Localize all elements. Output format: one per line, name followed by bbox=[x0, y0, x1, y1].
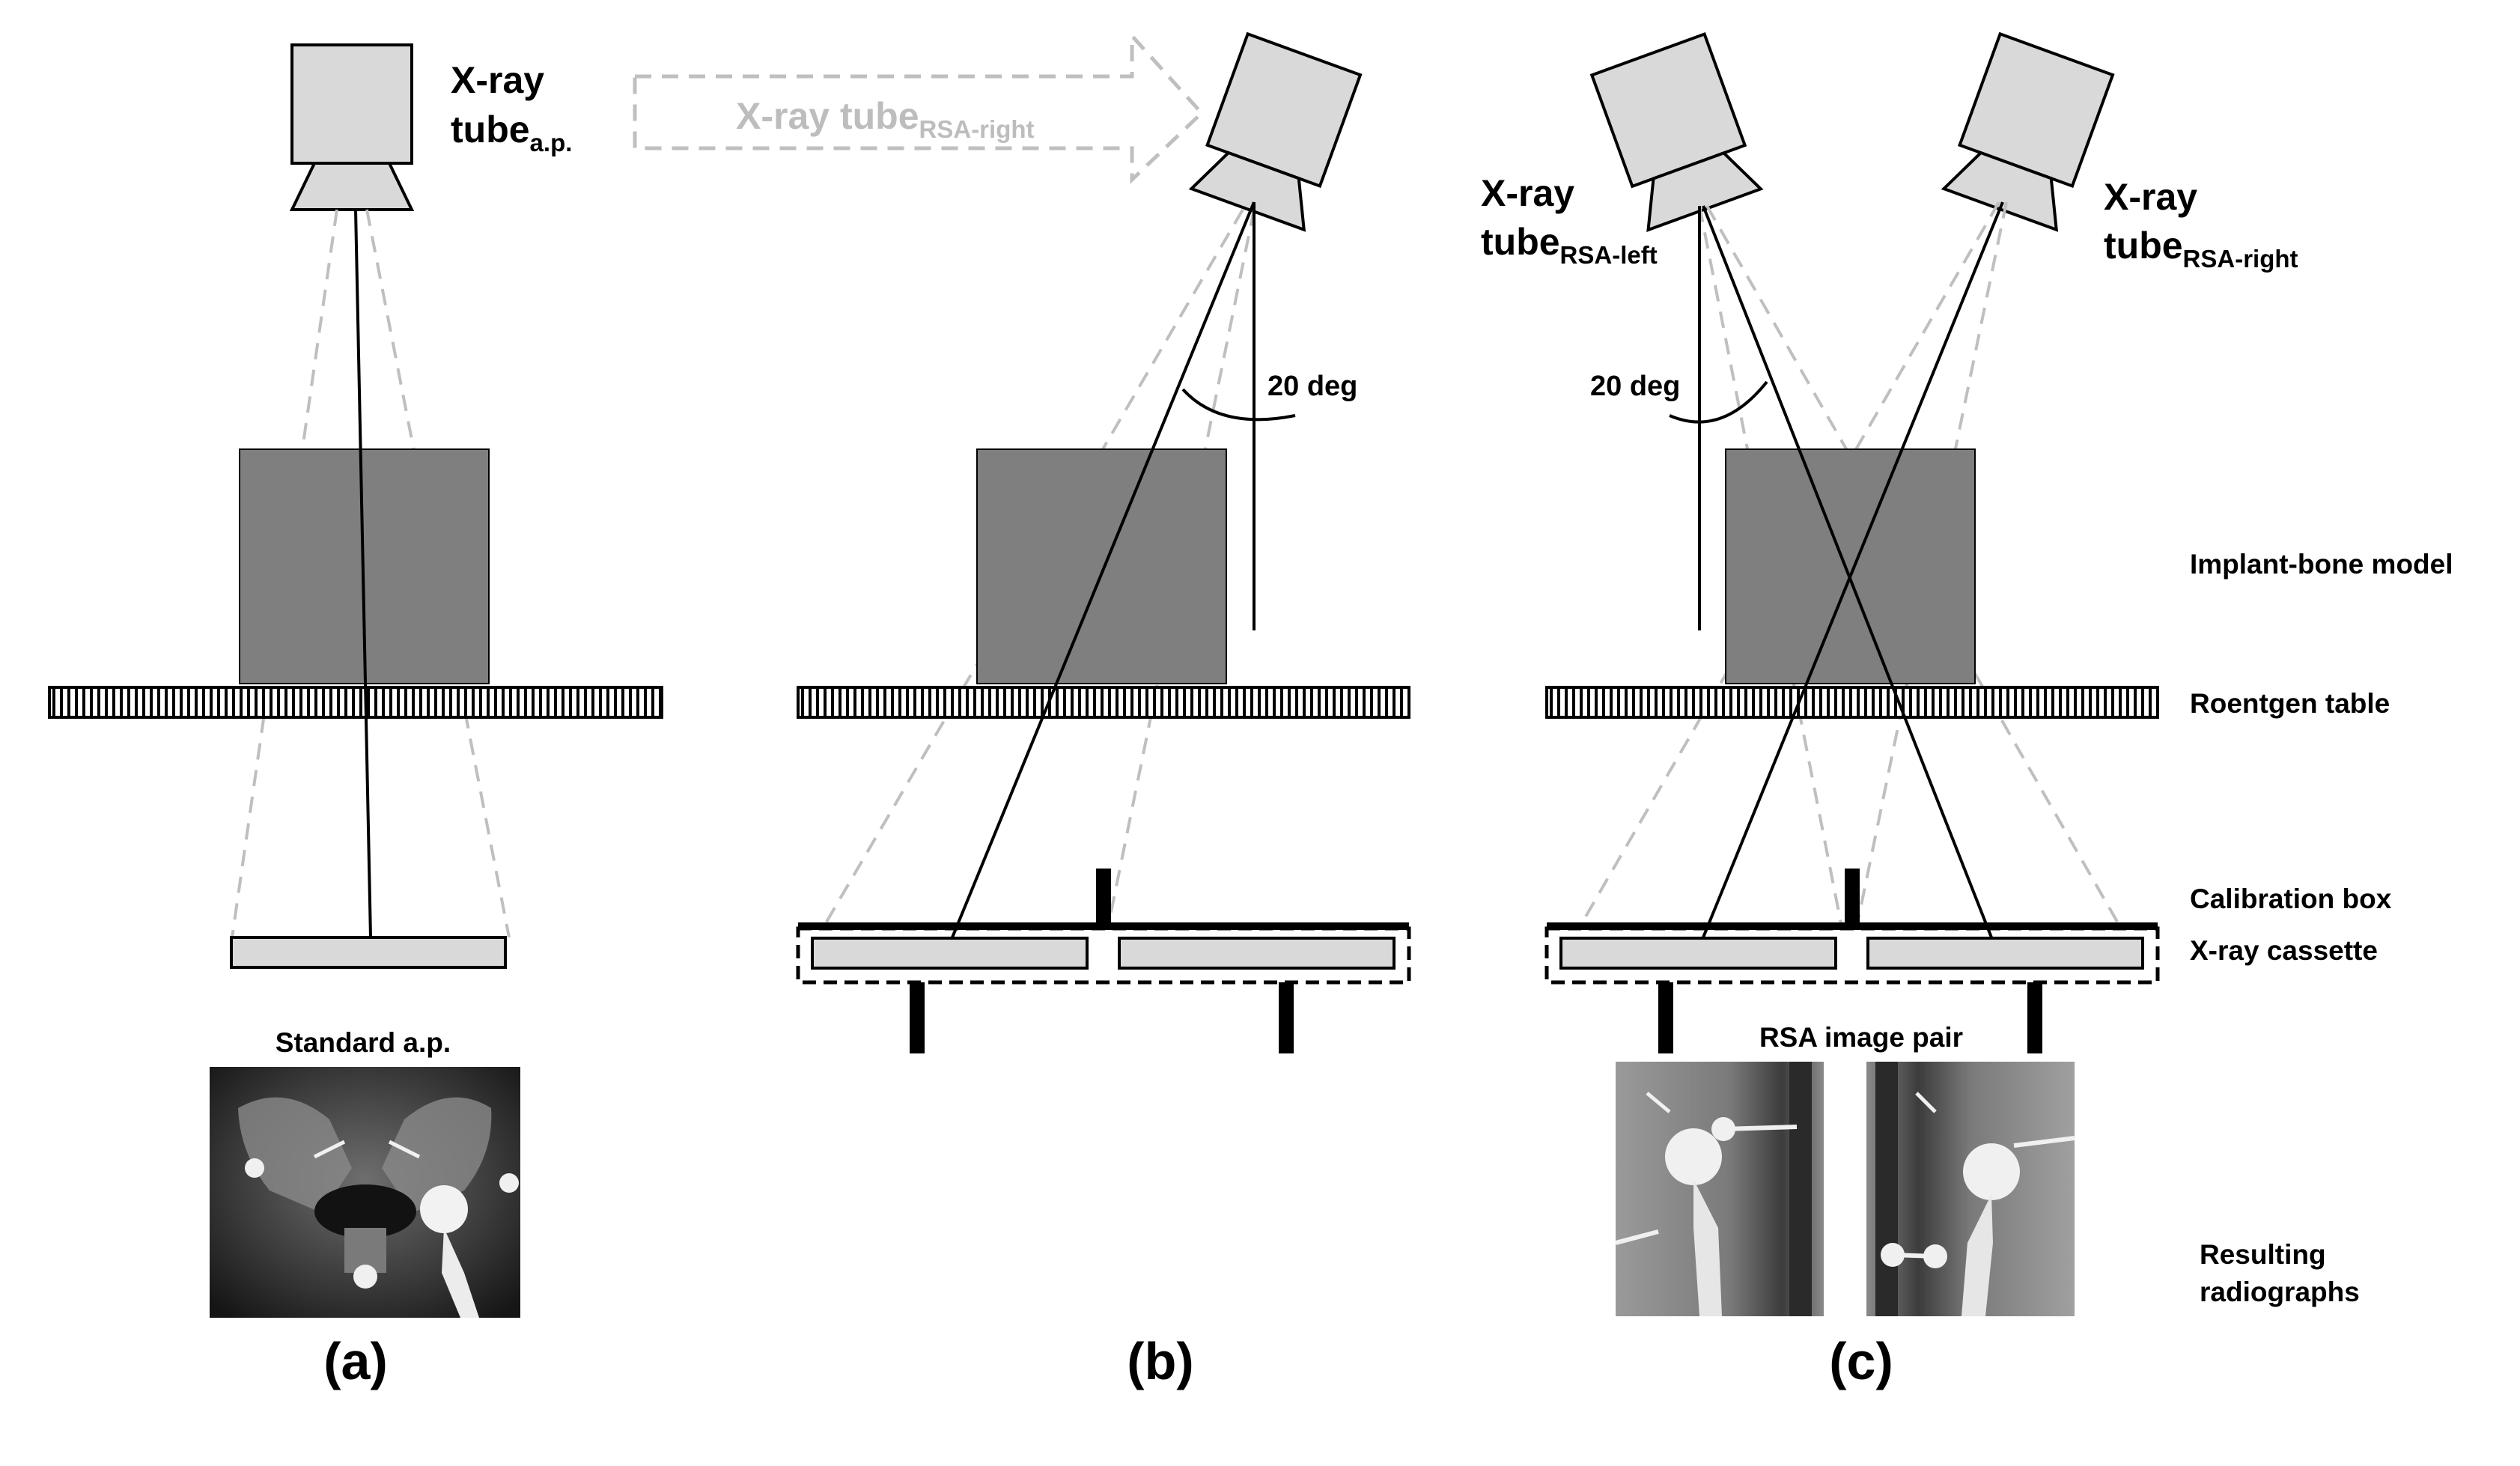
xray-tube-ap bbox=[289, 43, 415, 211]
legend-implant-bone-model: Implant-bone model bbox=[2190, 549, 2453, 580]
central-ray-right-c bbox=[1702, 201, 2004, 938]
roentgen-table-c bbox=[1545, 686, 2159, 719]
calibration-leg-left-b bbox=[910, 982, 925, 1053]
xray-cassette-c-left bbox=[1559, 937, 1837, 970]
calibration-box-outline-b bbox=[796, 926, 1411, 985]
calibration-box-top-post-c bbox=[1845, 869, 1860, 922]
xray-cassette-b-left bbox=[811, 937, 1089, 970]
calibration-box-top-post-b bbox=[1096, 869, 1111, 922]
radiograph-caption-a: Standard a.p. bbox=[276, 1027, 451, 1058]
xray-tube-rsa-right-label: X-ray tubeRSA-right bbox=[2104, 176, 2298, 273]
svg-text:X-ray: X-ray bbox=[2104, 176, 2197, 218]
xray-cassette-a bbox=[230, 936, 507, 969]
angle-arc-b bbox=[1181, 388, 1296, 422]
central-ray-a bbox=[354, 209, 372, 938]
calibration-box-plate-b bbox=[798, 922, 1409, 930]
beam-edge-left-a bbox=[231, 209, 338, 938]
implant-bone-model-c bbox=[1725, 448, 1976, 684]
svg-text:X-ray: X-ray bbox=[1481, 172, 1574, 214]
panel-label-c: (c) bbox=[1829, 1332, 1893, 1390]
legend-resulting-radiographs-1: Resulting bbox=[2200, 1239, 2326, 1270]
central-ray-left-c bbox=[1702, 205, 1993, 938]
radiograph-rsa-left bbox=[1615, 1062, 1824, 1316]
xray-cassette-c-right bbox=[1866, 937, 2144, 970]
legend-roentgen-table: Roentgen table bbox=[2190, 688, 2390, 719]
beam-left-inner-c bbox=[1698, 205, 1843, 928]
calibration-leg-right-c bbox=[2027, 982, 2042, 1053]
xray-cassette-b-right bbox=[1118, 937, 1396, 970]
panel-label-a: (a) bbox=[323, 1332, 388, 1390]
svg-text:tubeRSA-left: tubeRSA-left bbox=[1481, 221, 1658, 269]
svg-text:tubeRSA-right: tubeRSA-right bbox=[2104, 225, 2298, 273]
xray-tube-rsa-left-label: X-ray tubeRSA-left bbox=[1481, 172, 1658, 269]
roentgen-table-a bbox=[48, 686, 663, 719]
central-ray-b bbox=[951, 201, 1256, 938]
calibration-leg-right-b bbox=[1279, 982, 1294, 1053]
panel-b: X-ray tubeRSA-right 20 deg (b) bbox=[633, 31, 1411, 1390]
legend-calibration-box: Calibration box bbox=[2190, 883, 2392, 914]
svg-text:X-ray: X-ray bbox=[451, 59, 544, 101]
beam-edge-right-a bbox=[365, 209, 511, 938]
implant-bone-model-b bbox=[976, 448, 1227, 684]
angle-label-c: 20 deg bbox=[1590, 371, 1680, 402]
angle-label-b: 20 deg bbox=[1267, 371, 1357, 402]
panel-a: X-ray tubea.p. Standard a.p. (a) bbox=[48, 43, 663, 1390]
radiograph-caption-c: RSA image pair bbox=[1759, 1022, 1963, 1053]
calibration-box-plate-c bbox=[1547, 922, 2158, 930]
xray-tube-rsa-right-b bbox=[1188, 31, 1363, 232]
panel-c: X-ray tubeRSA-left X-ray tubeRSA-right 2… bbox=[1481, 31, 2298, 1390]
svg-text:tubea.p.: tubea.p. bbox=[451, 109, 572, 156]
calibration-box-outline-c bbox=[1544, 926, 2160, 985]
calibration-leg-left-c bbox=[1658, 982, 1673, 1053]
radiograph-rsa-right bbox=[1866, 1062, 2075, 1316]
moving-tube-arrow: X-ray tubeRSA-right bbox=[633, 31, 1205, 184]
angle-arc-c bbox=[1669, 380, 1768, 424]
panel-label-b: (b) bbox=[1127, 1332, 1193, 1390]
xray-tube-rsa-right-c bbox=[1941, 31, 2115, 232]
legend-xray-cassette: X-ray cassette bbox=[2190, 935, 2378, 966]
legend-resulting-radiographs-2: radiographs bbox=[2200, 1277, 2360, 1307]
legend: Implant-bone model Roentgen table Calibr… bbox=[2190, 549, 2453, 1307]
beam-right-inner-c bbox=[1855, 201, 2008, 928]
xray-tube-rsa-left-c bbox=[1589, 32, 1764, 233]
radiograph-standard-ap bbox=[210, 1067, 520, 1318]
roentgen-table-b bbox=[797, 686, 1410, 719]
xray-tube-ap-label: X-ray tubea.p. bbox=[451, 59, 572, 156]
svg-text:X-ray tubeRSA-right: X-ray tubeRSA-right bbox=[736, 95, 1035, 143]
